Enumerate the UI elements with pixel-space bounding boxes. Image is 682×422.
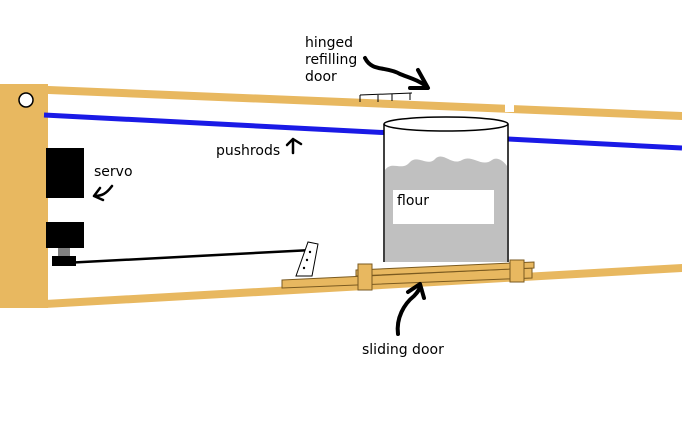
linkage-rod [63, 248, 313, 265]
flour-label: flour [397, 193, 430, 209]
servo-body-bottom [46, 222, 84, 248]
servo-label: servo [94, 164, 133, 180]
bulkhead-hole [18, 92, 34, 108]
control-horn-hole-3 [302, 266, 306, 270]
control-horn-hole-2 [305, 258, 309, 262]
top-beam-gap [505, 103, 514, 112]
servo-horn [52, 256, 76, 266]
servo-arrow [92, 184, 114, 202]
pushrods-label: pushrods [216, 143, 281, 159]
sliding-door-guide-left [357, 263, 373, 291]
sliding-door-arrowhead [406, 282, 426, 300]
sliding-door-label: sliding door [362, 342, 444, 358]
door-arrowhead [408, 68, 430, 90]
flour-label-box [393, 190, 494, 224]
refilling-door [359, 92, 413, 102]
door-arrow [363, 56, 428, 88]
bulkhead [0, 84, 48, 308]
door-label-line2: refilling [305, 52, 358, 68]
servo-body-top [46, 148, 84, 198]
servo-shaft [58, 248, 70, 256]
sliding-door-plate [355, 261, 535, 277]
top-beam [0, 84, 682, 120]
control-horn-hole-1 [308, 250, 312, 254]
door-label-line3: door [305, 69, 337, 85]
sliding-door-guide-right [509, 259, 525, 283]
pushrod [43, 112, 682, 151]
door-label-line1: hinged [305, 35, 354, 51]
pushrods-arrow [285, 137, 303, 155]
